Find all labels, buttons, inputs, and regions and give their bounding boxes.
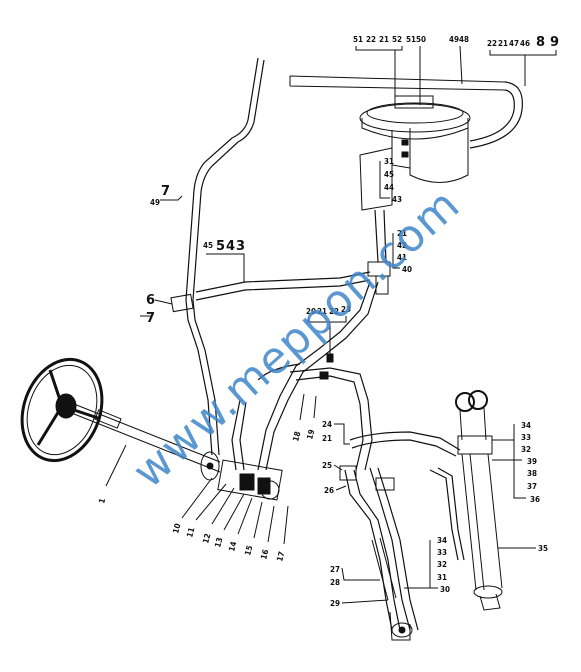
label-21c: 21	[397, 229, 407, 238]
label-40: 40	[402, 265, 412, 274]
label-49: 49	[449, 35, 459, 44]
label-34: 34	[521, 421, 531, 430]
label-44: 44	[384, 183, 394, 192]
hydraulic-cylinder	[455, 390, 503, 611]
label-22b: 22	[487, 39, 497, 48]
label-group-top-1: 51 22 21 52 51 50	[353, 35, 426, 105]
label-29: 29	[330, 599, 340, 608]
label-49-left: 49	[150, 198, 160, 207]
label-20: 20	[306, 307, 316, 316]
label-4: 4	[226, 239, 235, 254]
label-10: 10	[171, 523, 182, 535]
label-41: 41	[397, 253, 407, 262]
cross-tube	[195, 271, 371, 301]
label-5: 5	[216, 239, 225, 254]
lower-cylinder	[371, 537, 413, 641]
steering-valve-block	[217, 459, 283, 501]
label-26: 26	[324, 486, 334, 495]
valve-label-stack: 21 42 41 40	[392, 229, 412, 274]
label-51a: 51	[353, 35, 363, 44]
label-46: 46	[520, 39, 530, 48]
label-14: 14	[227, 541, 238, 553]
label-45-mid: 45	[203, 241, 213, 250]
label-17: 17	[275, 551, 286, 563]
label-36: 36	[530, 495, 540, 504]
label-38: 38	[527, 469, 537, 478]
label-15: 15	[243, 545, 254, 557]
cylinder-label-stack: 34 33 32 39 38 37 36	[492, 421, 540, 504]
label-24: 24	[322, 420, 332, 429]
label-group-top-2: 49 48	[449, 35, 469, 85]
label-21e: 21	[322, 434, 332, 443]
label-32: 32	[521, 445, 531, 454]
label-21: 21	[379, 35, 389, 44]
label-22c: 22	[329, 307, 339, 316]
label-7-lower: 7	[146, 311, 155, 326]
right-tube-bundle	[339, 431, 465, 631]
label-39: 39	[527, 457, 537, 466]
label-3: 3	[236, 239, 245, 254]
left-tube-run	[185, 57, 265, 456]
label-48: 48	[459, 35, 469, 44]
label-27: 27	[330, 565, 340, 574]
label-19: 19	[305, 429, 316, 441]
pump-label-stack: 31 45 44 43	[379, 157, 402, 204]
label-31b: 31	[437, 573, 447, 582]
label-33: 33	[521, 433, 531, 442]
label-13: 13	[213, 537, 224, 549]
label-28: 28	[330, 578, 340, 587]
label-1: 1	[97, 497, 107, 504]
label-21d: 21	[317, 307, 327, 316]
label-16: 16	[259, 549, 270, 561]
label-34b: 34	[437, 536, 447, 545]
label-25: 25	[322, 461, 332, 470]
label-31: 31	[384, 157, 394, 166]
steering-wheel	[20, 357, 221, 481]
label-7-top: 7	[161, 184, 170, 199]
label-group-top-3: 22 21 47 46 8 9	[487, 35, 559, 86]
label-43: 43	[392, 195, 402, 204]
label-23: 23	[341, 305, 351, 314]
label-8: 8	[536, 35, 545, 50]
label-12: 12	[201, 533, 212, 545]
label-51b: 51	[406, 35, 416, 44]
label-22: 22	[366, 35, 376, 44]
label-50: 50	[416, 35, 426, 44]
label-9: 9	[550, 35, 559, 50]
label-18: 18	[291, 431, 302, 443]
label-45: 45	[384, 170, 394, 179]
watermark-text: www.meppon.com	[123, 179, 470, 498]
label-42: 42	[397, 241, 407, 250]
label-11: 11	[185, 527, 196, 539]
label-37: 37	[527, 482, 537, 491]
bottom-series-labels: 10 11 12 13 14 15 16 17	[171, 477, 289, 563]
label-47: 47	[509, 39, 519, 48]
label-52: 52	[392, 35, 402, 44]
label-21b: 21	[498, 39, 508, 48]
label-30: 30	[440, 585, 450, 594]
label-35: 35	[538, 544, 548, 553]
label-33b: 33	[437, 548, 447, 557]
label-6: 6	[146, 293, 155, 308]
reservoir-assembly	[289, 75, 523, 211]
label-32b: 32	[437, 560, 447, 569]
lower-label-stack: 34 33 32 31 30	[404, 536, 450, 594]
